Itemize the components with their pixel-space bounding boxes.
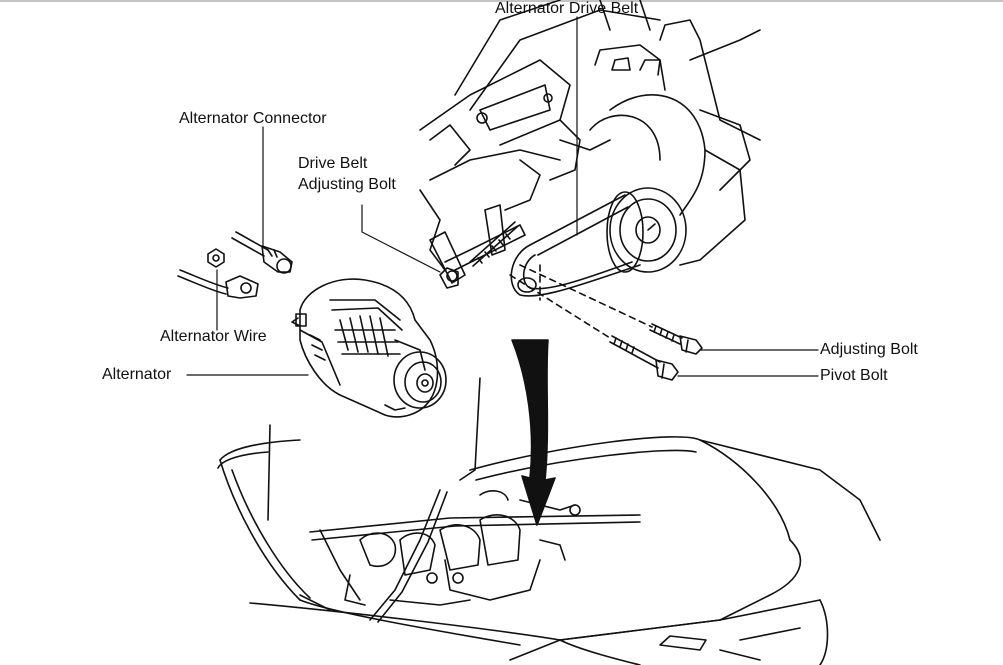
drive-belt [510,194,641,297]
alternator-wire-part [177,269,259,299]
leader-drive-belt-adjusting-bolt [361,204,441,273]
label-pivot-bolt: Pivot Bolt [820,367,888,384]
install-direction-arrow [511,339,556,526]
adjusting-bracket [429,204,526,289]
label-alternator-wire: Alternator Wire [160,328,267,345]
engine-block [419,0,761,271]
alternator-connector-part [231,231,293,274]
label-alternator-connector: Alternator Connector [179,110,327,127]
alternator-part [291,278,447,418]
label-adjusting-bolt: Adjusting Bolt [820,341,918,358]
label-alternator: Alternator [102,366,172,383]
car-body [217,436,881,665]
alignment-dashes [509,264,653,339]
pivot-bolt-part [609,335,679,381]
adjusting-bolt-part [649,323,703,355]
crank-pulley [606,187,687,273]
engine-bay [299,489,641,623]
label-drive-belt-line1: Drive Belt [298,155,368,172]
label-drive-belt-line2: Adjusting Bolt [298,176,396,193]
leader-lines [186,16,819,377]
label-alternator-drive-belt: Alternator Drive Belt [495,0,639,17]
inset-panel [267,377,481,521]
nut-part [207,248,225,268]
